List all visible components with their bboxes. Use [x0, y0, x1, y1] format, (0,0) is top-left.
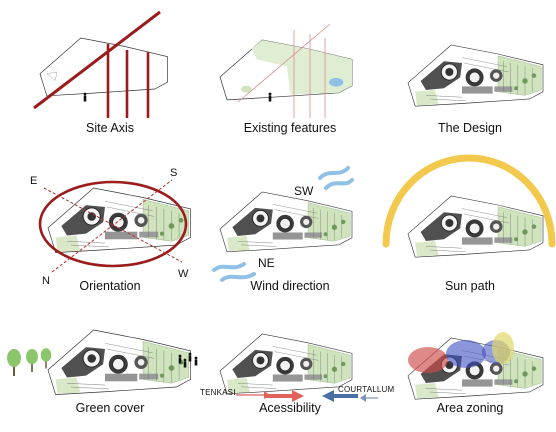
- human-scale-figure: [83, 92, 87, 102]
- panel-green-cover: [7, 329, 198, 396]
- label-sw-wind: SW: [294, 184, 314, 198]
- caption-wind-direction: Wind direction: [250, 279, 330, 293]
- caption-site-axis: Site Axis: [86, 121, 134, 135]
- master-plan: [407, 195, 544, 258]
- panel-wind-direction: [212, 166, 354, 282]
- label-east: E: [30, 175, 38, 187]
- master-plan: [407, 44, 544, 107]
- panel-sun-path: [382, 154, 556, 258]
- site-outline: [219, 39, 353, 101]
- zone-red: [408, 347, 448, 373]
- label-west: W: [178, 268, 189, 280]
- tree-icon: [40, 348, 52, 369]
- people-icon: [188, 352, 192, 362]
- ne-wind-icon: [220, 272, 256, 282]
- panel-site-axis: [33, 10, 168, 118]
- caption-existing-features: Existing features: [243, 121, 337, 135]
- east-west-axis: [43, 187, 183, 263]
- label-courtallum: COURTALLUM: [338, 385, 395, 394]
- diagonal-site-axis: [33, 10, 161, 110]
- zone-yellow: [492, 332, 514, 364]
- sw-wind-icon: [318, 166, 350, 180]
- tenkasi-arrow: [292, 390, 304, 402]
- panel-accessibility: [219, 333, 378, 402]
- courtallum-arrow: [322, 390, 334, 402]
- zone-blue: [446, 340, 486, 368]
- panel-area-zoning: [407, 332, 544, 400]
- ne-wind-icon: [212, 262, 246, 272]
- tree-icon: [7, 349, 21, 376]
- master-plan: [219, 333, 353, 395]
- people-icon: [194, 356, 198, 366]
- human-scale-figure: [268, 92, 272, 102]
- caption-orientation: Orientation: [79, 279, 141, 293]
- label-tenkasi: TENKASI: [200, 388, 236, 397]
- label-north: N: [42, 275, 50, 287]
- caption-sun-path: Sun path: [444, 279, 496, 293]
- people-icon: [183, 358, 187, 368]
- caption-accessibility: Acessibility: [259, 401, 321, 415]
- orientation-ring: [38, 180, 188, 268]
- north-south-axis: [51, 179, 173, 273]
- panel-the-design: [407, 44, 544, 107]
- caption-the-design: The Design: [438, 121, 502, 135]
- sw-wind-icon: [324, 178, 354, 190]
- people-icon: [178, 354, 182, 364]
- panel-existing-features: [219, 23, 353, 118]
- label-ne-wind: NE: [258, 256, 275, 270]
- caption-area-zoning: Area zoning: [436, 401, 504, 415]
- sun-path-arc: [382, 154, 556, 248]
- caption-green-cover: Green cover: [75, 401, 145, 415]
- tree-icon: [26, 348, 38, 372]
- master-plan: [47, 329, 191, 396]
- panel-orientation: [38, 179, 191, 273]
- master-plan: [219, 191, 353, 253]
- label-south: S: [170, 167, 178, 179]
